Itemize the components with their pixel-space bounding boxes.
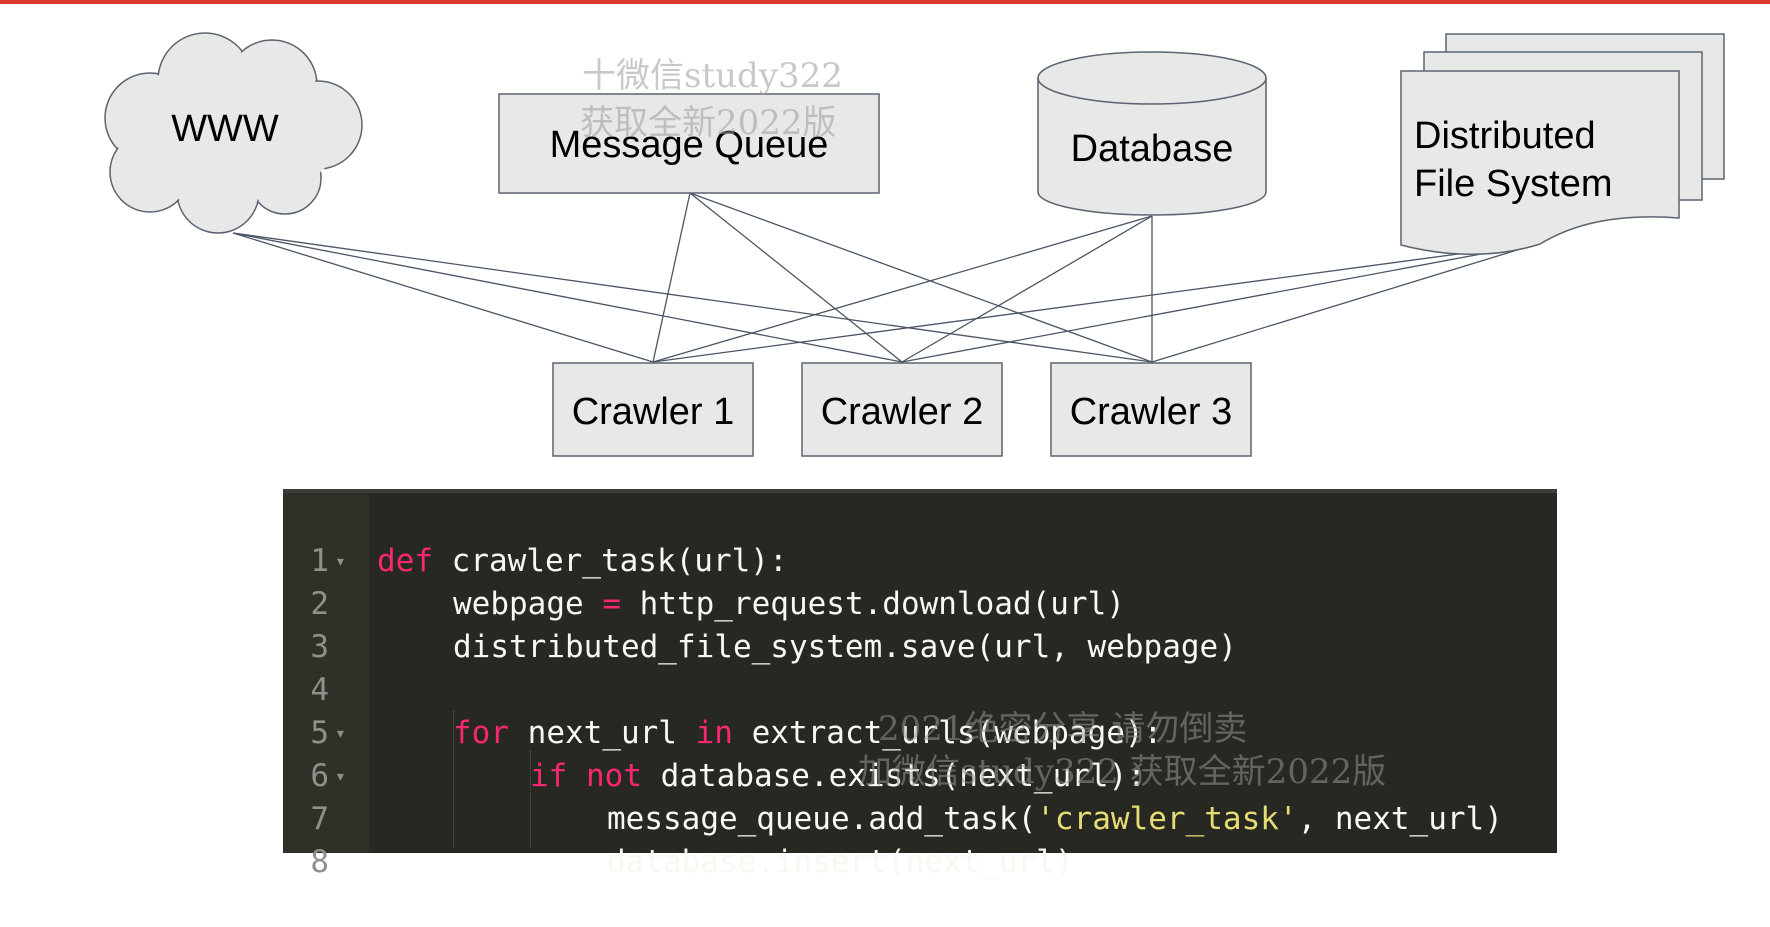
indent-guide [530,751,531,847]
crawler-2-node: Crawler 2 [801,362,1003,457]
edge-db-crawler2 [901,215,1153,363]
architecture-diagram: WWW Message Queue Database Distributed F… [104,32,1725,457]
code-text: distributed_file_system.save(url, webpag… [453,629,1237,665]
code-line-4: 4 [283,626,1557,708]
string-literal: 'crawler_task' [1036,801,1298,837]
edge-www-crawler2 [232,232,903,363]
code-text: , next_url) [1297,801,1503,837]
code-watermark-line1: 2021绝密分享 请勿倒卖 [878,709,1248,749]
code-text: next_url [509,715,696,751]
fold-arrow-icon[interactable]: ▾ [335,551,346,572]
watermark-line2: 获取全新2022版 [580,103,837,143]
line-number: 5 [310,715,329,751]
line-number: 1 [310,543,329,579]
fold-arrow-icon[interactable]: ▾ [335,766,346,787]
crawler-1-label: Crawler 1 [572,391,735,433]
edge-www-crawler3 [232,232,1153,363]
line-number: 2 [310,586,329,622]
slide-top-accent-bar [0,0,1770,4]
keyword: for [453,715,509,751]
code-line-1: 1 ▾ def crawler_task(url): [283,497,1557,579]
watermark-line1: 十微信study322 [582,56,843,96]
line-number: 6 [310,758,329,794]
crawler-3-label: Crawler 3 [1070,391,1233,433]
line-number: 4 [310,672,329,708]
code-line-7: 7 message_queue.add_task('crawler_task', … [283,755,1557,837]
crawler-2-label: Crawler 2 [821,391,984,433]
connection-lines [232,192,1541,363]
code-line-2: 2 webpage = http_request.download(url) [283,540,1557,622]
crawler-3-node: Crawler 3 [1050,362,1252,457]
database-label: Database [1071,128,1234,170]
code-line-5: 5 ▾ for next_url in extract_urls(webpage): [283,669,1557,751]
keyword: not [586,758,642,794]
database-node: Database [1037,51,1267,216]
editor-top-border [283,489,1557,493]
message-queue-node: Message Queue [498,93,880,194]
code-editor-panel: 1 ▾ def crawler_task(url): 2 webpage = http… [283,489,1557,880]
message-queue-label: Message Queue [550,124,829,166]
code-line-8: 8 database.insert(next_url) [283,798,1557,880]
www-cloud-node: WWW [104,32,363,234]
dfs-node: Distributed File System [1400,33,1725,255]
fold-arrow-icon[interactable]: ▾ [335,723,346,744]
www-label: WWW [171,108,279,150]
edge-dfs-crawler1 [652,242,1541,363]
indent-guide [453,711,454,847]
code-text: message_queue.add_task( [607,801,1037,837]
code-text: crawler_task(url): [433,543,788,579]
line-number-gutter [283,489,369,853]
line-number: 7 [310,801,329,837]
operator: = [602,586,621,622]
code-text: webpage [453,586,603,622]
keyword: def [377,543,433,579]
dfs-label-line2: File System [1414,163,1612,205]
edge-mq-crawler3 [689,192,1153,363]
dfs-label-line1: Distributed [1414,115,1596,157]
code-text: extract_urls(webpage): [732,715,1163,751]
keyword: in [695,715,733,751]
edge-dfs-crawler3 [1151,242,1541,363]
code-text: database.insert(next_url) [607,844,1074,880]
code-line-3: 3 distributed_file_system.save(url, webpa… [283,583,1557,665]
line-number: 8 [310,844,329,880]
line-number: 3 [310,629,329,665]
keyword: if [530,758,568,794]
code-text: http_request.download(url) [620,586,1125,622]
code-text: database.exists(next_url): [642,758,1146,794]
code-watermark-line2: 加微信study322 获取全新2022版 [858,752,1387,792]
edge-dfs-crawler2 [901,242,1541,363]
edge-mq-crawler2 [689,192,903,363]
code-line-6: 6 ▾ if not database.exists(next_url): [283,712,1557,794]
crawler-1-node: Crawler 1 [552,362,754,457]
edge-db-crawler1 [652,215,1153,363]
edge-mq-crawler1 [652,192,691,363]
edge-www-crawler1 [232,232,654,363]
